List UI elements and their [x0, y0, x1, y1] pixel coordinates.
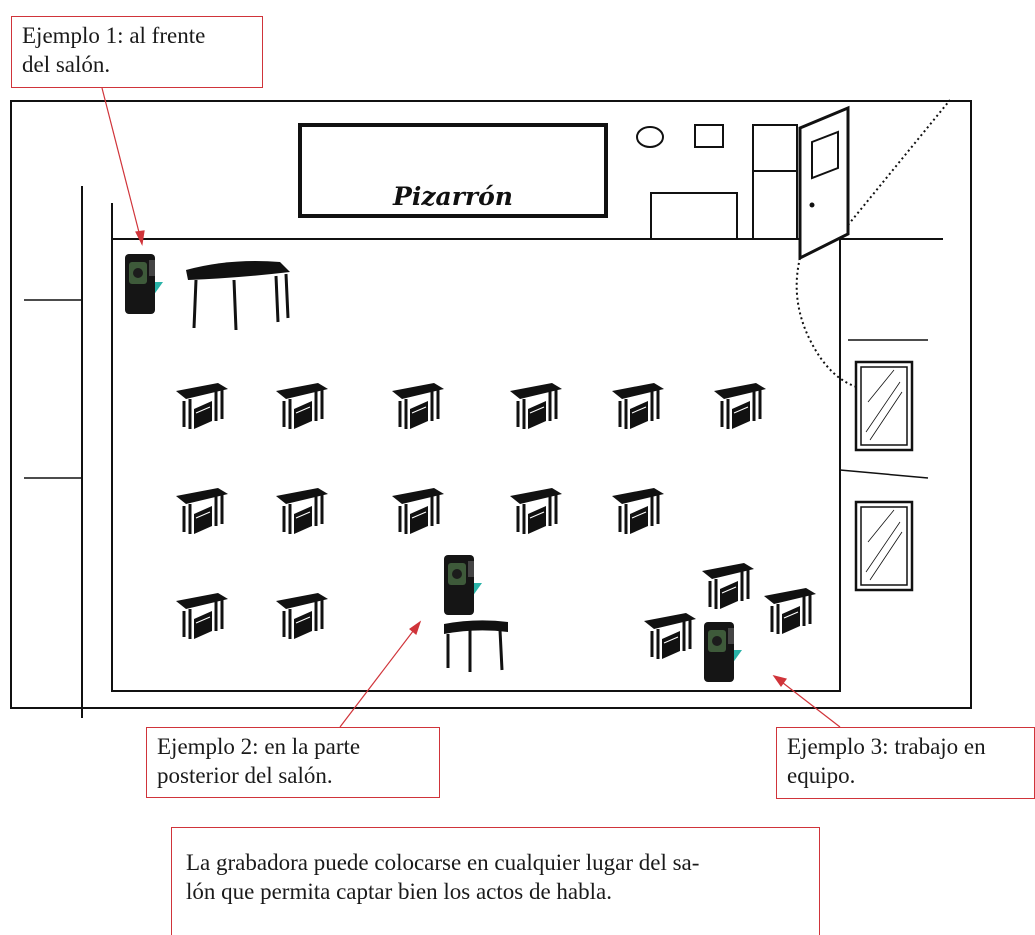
teacher-table	[186, 261, 290, 331]
student-desk	[274, 486, 330, 536]
student-desk	[508, 486, 564, 536]
note-line-1: La grabadora puede colocarse en cualquie…	[186, 850, 700, 875]
callout-back: Ejemplo 2: en la parte posterior del sal…	[146, 727, 440, 798]
recorder-front	[125, 254, 163, 314]
callout-team: Ejemplo 3: trabajo en equipo.	[776, 727, 1035, 799]
student-desk	[390, 486, 446, 536]
student-desk	[174, 486, 230, 536]
window-lower	[854, 500, 914, 592]
recorder-team	[704, 622, 742, 682]
student-desk	[274, 381, 330, 431]
callout-front-line-2: del salón.	[22, 52, 111, 77]
callout-team-line-2: equipo.	[787, 763, 856, 788]
student-desk	[610, 486, 666, 536]
floor-outline	[111, 203, 841, 692]
shelf-top	[752, 124, 798, 172]
door-swing-line	[847, 99, 951, 226]
door-window	[811, 130, 839, 180]
window-upper	[854, 360, 914, 452]
door	[798, 105, 850, 261]
student-desk	[390, 381, 446, 431]
shelf-bottom	[752, 170, 798, 240]
student-desk	[274, 591, 330, 641]
recorder-note: La grabadora puede colocarse en cualquie…	[171, 827, 820, 935]
door-knob	[809, 202, 815, 208]
note-line-2: lón que permita captar bien los actos de…	[186, 879, 612, 904]
student-desk	[642, 611, 698, 661]
back-table	[444, 620, 508, 672]
callout-team-line-1: Ejemplo 3: trabajo en	[787, 734, 986, 759]
callout-back-line-2: posterior del salón.	[157, 763, 333, 788]
square-object	[694, 124, 724, 148]
student-desk	[610, 381, 666, 431]
callout-front: Ejemplo 1: al frente del salón.	[11, 16, 263, 88]
blackboard	[298, 123, 608, 218]
student-desk	[712, 381, 768, 431]
right-wall-line-2	[839, 469, 929, 479]
door-swing-arc	[795, 257, 861, 389]
student-desk	[508, 381, 564, 431]
pointer-arrows	[101, 87, 841, 728]
student-desk	[762, 586, 818, 636]
room-outline	[10, 100, 972, 709]
student-desk	[174, 591, 230, 641]
callout-front-line-1: Ejemplo 1: al frente	[22, 23, 206, 48]
student-desk	[174, 381, 230, 431]
teacher-cabinet	[650, 192, 738, 240]
recorder-back	[444, 555, 482, 615]
blackboard-label: Pizarrón	[392, 182, 513, 211]
student-desk	[700, 561, 756, 611]
round-object	[636, 126, 664, 148]
callout-back-line-1: Ejemplo 2: en la parte	[157, 734, 361, 759]
